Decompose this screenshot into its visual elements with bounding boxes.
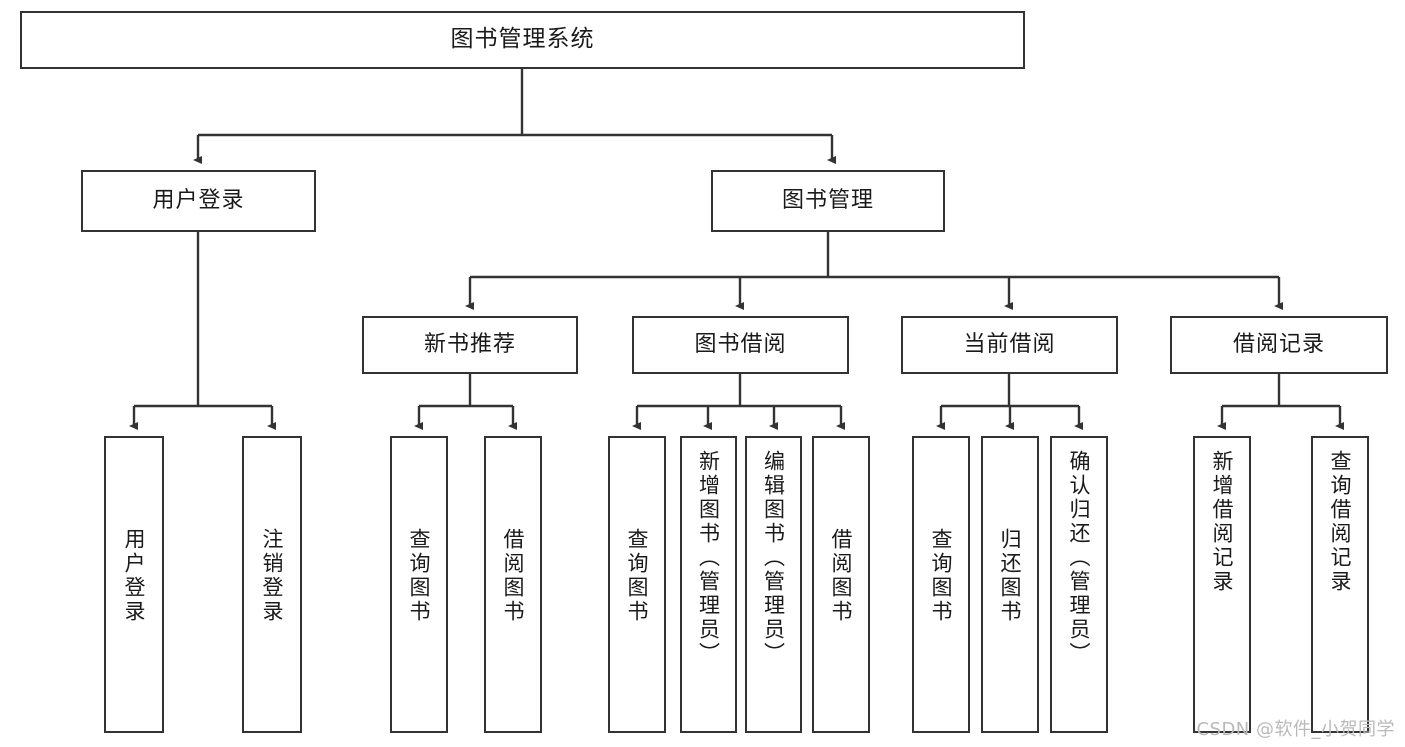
leaf-add-book-admin[interactable]: 新增图书（管理员） (680, 436, 737, 733)
watermark-text: CSDN @软件_小贺同学 (1196, 719, 1395, 740)
node-user-login[interactable]: 用户登录 (81, 170, 316, 232)
leaf-label: 查询图书 (929, 528, 954, 624)
leaf-label: 借阅图书 (501, 528, 526, 624)
node-borrow-record[interactable]: 借阅记录 (1170, 316, 1388, 374)
node-label: 当前借阅 (963, 331, 1056, 357)
leaf-query-book-current[interactable]: 查询图书 (912, 436, 970, 733)
leaf-query-book-borrow[interactable]: 查询图书 (608, 436, 666, 733)
leaf-query-borrow-record[interactable]: 查询借阅记录 (1311, 436, 1369, 733)
node-label: 图书借阅 (694, 331, 787, 357)
leaf-label: 查询图书 (407, 528, 432, 624)
leaf-edit-book-admin[interactable]: 编辑图书（管理员） (745, 436, 802, 733)
node-label: 图书管理系统 (450, 26, 595, 53)
node-label: 图书管理 (781, 187, 874, 213)
leaf-user-login[interactable]: 用户登录 (104, 436, 164, 733)
leaf-add-borrow-record[interactable]: 新增借阅记录 (1193, 436, 1251, 733)
node-book-management[interactable]: 图书管理 (711, 170, 945, 232)
leaf-label: 新增借阅记录 (1210, 450, 1235, 594)
leaf-confirm-return-admin[interactable]: 确认归还（管理员） (1050, 436, 1108, 733)
leaf-label: 编辑图书（管理员） (761, 450, 786, 666)
leaf-label: 确认归还（管理员） (1067, 450, 1092, 666)
leaf-borrow-book-recommend[interactable]: 借阅图书 (484, 436, 542, 733)
node-label: 借阅记录 (1232, 331, 1325, 357)
leaf-label: 注销登录 (260, 528, 285, 624)
leaf-label: 借阅图书 (829, 528, 854, 624)
node-new-book-recommend[interactable]: 新书推荐 (362, 316, 578, 374)
leaf-query-book-recommend[interactable]: 查询图书 (390, 436, 448, 733)
leaf-label: 新增图书（管理员） (696, 450, 721, 666)
node-book-borrow[interactable]: 图书借阅 (632, 316, 849, 374)
leaf-label: 查询图书 (625, 528, 650, 624)
leaf-borrow-book[interactable]: 借阅图书 (812, 436, 870, 733)
node-label: 用户登录 (152, 187, 245, 213)
leaf-label: 查询借阅记录 (1328, 450, 1353, 594)
leaf-logout-login[interactable]: 注销登录 (242, 436, 302, 733)
node-current-borrow[interactable]: 当前借阅 (901, 316, 1118, 374)
node-root-book-management-system[interactable]: 图书管理系统 (20, 11, 1025, 69)
node-label: 新书推荐 (423, 331, 516, 357)
leaf-label: 归还图书 (998, 528, 1023, 624)
leaf-return-book[interactable]: 归还图书 (981, 436, 1039, 733)
leaf-label: 用户登录 (122, 528, 147, 624)
